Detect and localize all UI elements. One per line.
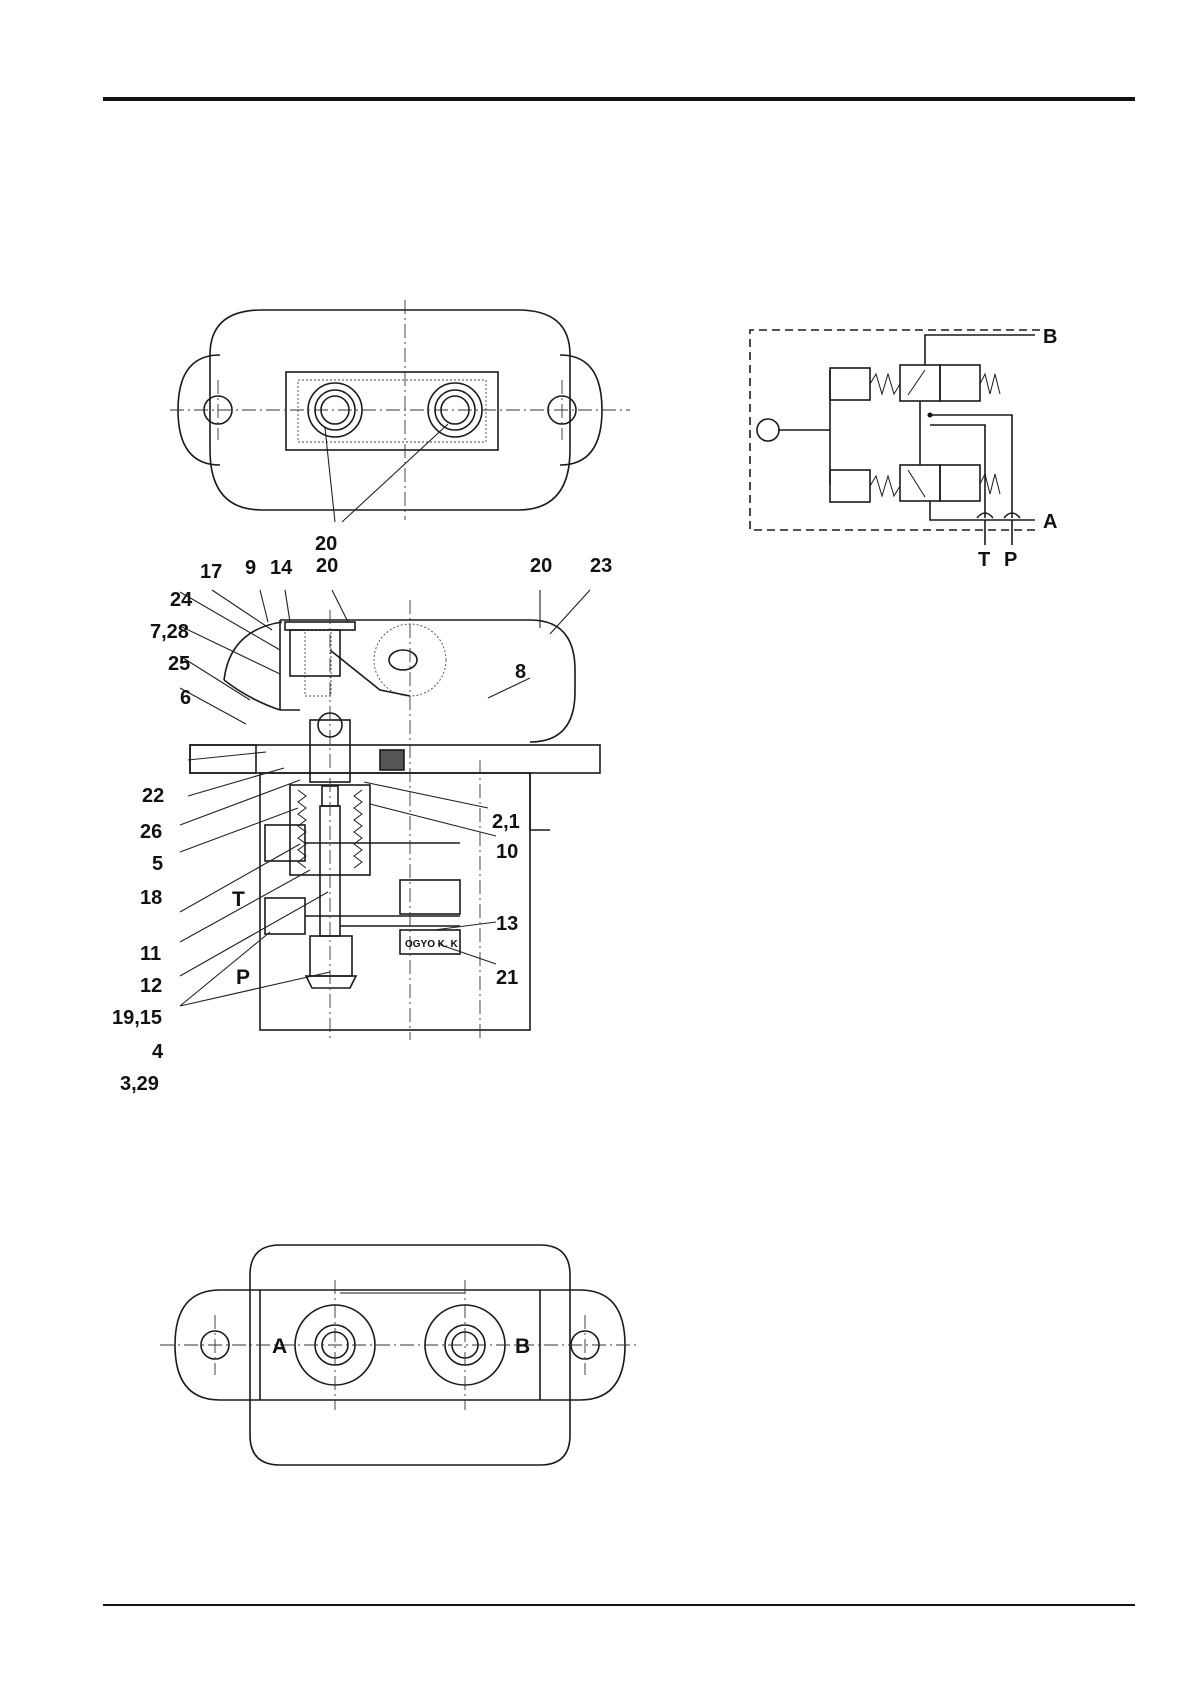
callout-14: 14 — [270, 557, 293, 579]
callout-5: 5 — [152, 853, 163, 875]
callout-7-28: 7,28 — [150, 621, 189, 643]
callout-10: 10 — [496, 841, 518, 863]
schematic-port-a: A — [1043, 511, 1057, 533]
callout-26: 26 — [140, 821, 162, 843]
header-rule — [103, 97, 1135, 101]
section-view-labels-right: 23 8 2,1 10 13 21 — [470, 550, 640, 990]
callout-19-15: 19,15 — [112, 1007, 162, 1029]
callout-24: 24 — [170, 589, 193, 611]
callout-25: 25 — [168, 653, 190, 675]
callout-20-section: 20 — [316, 555, 338, 577]
callout-3-29: 3,29 — [120, 1073, 159, 1095]
callout-2-1: 2,1 — [492, 811, 520, 833]
upper-reducing-valve — [900, 365, 940, 401]
top-cover-plate — [286, 372, 498, 450]
callout-22: 22 — [142, 785, 164, 807]
lower-reducing-valve — [900, 465, 940, 501]
callout-6: 6 — [180, 687, 191, 709]
lever-knob — [757, 419, 779, 441]
callout-11: 11 — [140, 943, 161, 965]
top-view-drawing — [150, 300, 650, 520]
hydraulic-schematic: B A T P — [740, 320, 1080, 580]
callout-23: 23 — [590, 555, 612, 577]
callout-8: 8 — [515, 661, 526, 683]
callout-12: 12 — [140, 975, 162, 997]
port-label-t: T — [232, 888, 245, 911]
callout-13: 13 — [496, 913, 518, 935]
bottom-view-drawing: A B — [160, 1235, 640, 1475]
port-label-a: A — [272, 1335, 287, 1358]
callout-17: 17 — [200, 561, 222, 583]
port-label-p: P — [236, 966, 250, 989]
schematic-port-t: T — [978, 549, 990, 571]
schematic-port-b: B — [1043, 326, 1057, 348]
port-label-b: B — [515, 1335, 530, 1358]
footer-rule — [103, 1604, 1135, 1606]
callout-18: 18 — [140, 887, 162, 909]
schematic-port-p: P — [1004, 549, 1017, 571]
callout-4: 4 — [152, 1041, 164, 1063]
callout-21: 21 — [496, 967, 518, 989]
callout-9: 9 — [245, 557, 256, 579]
